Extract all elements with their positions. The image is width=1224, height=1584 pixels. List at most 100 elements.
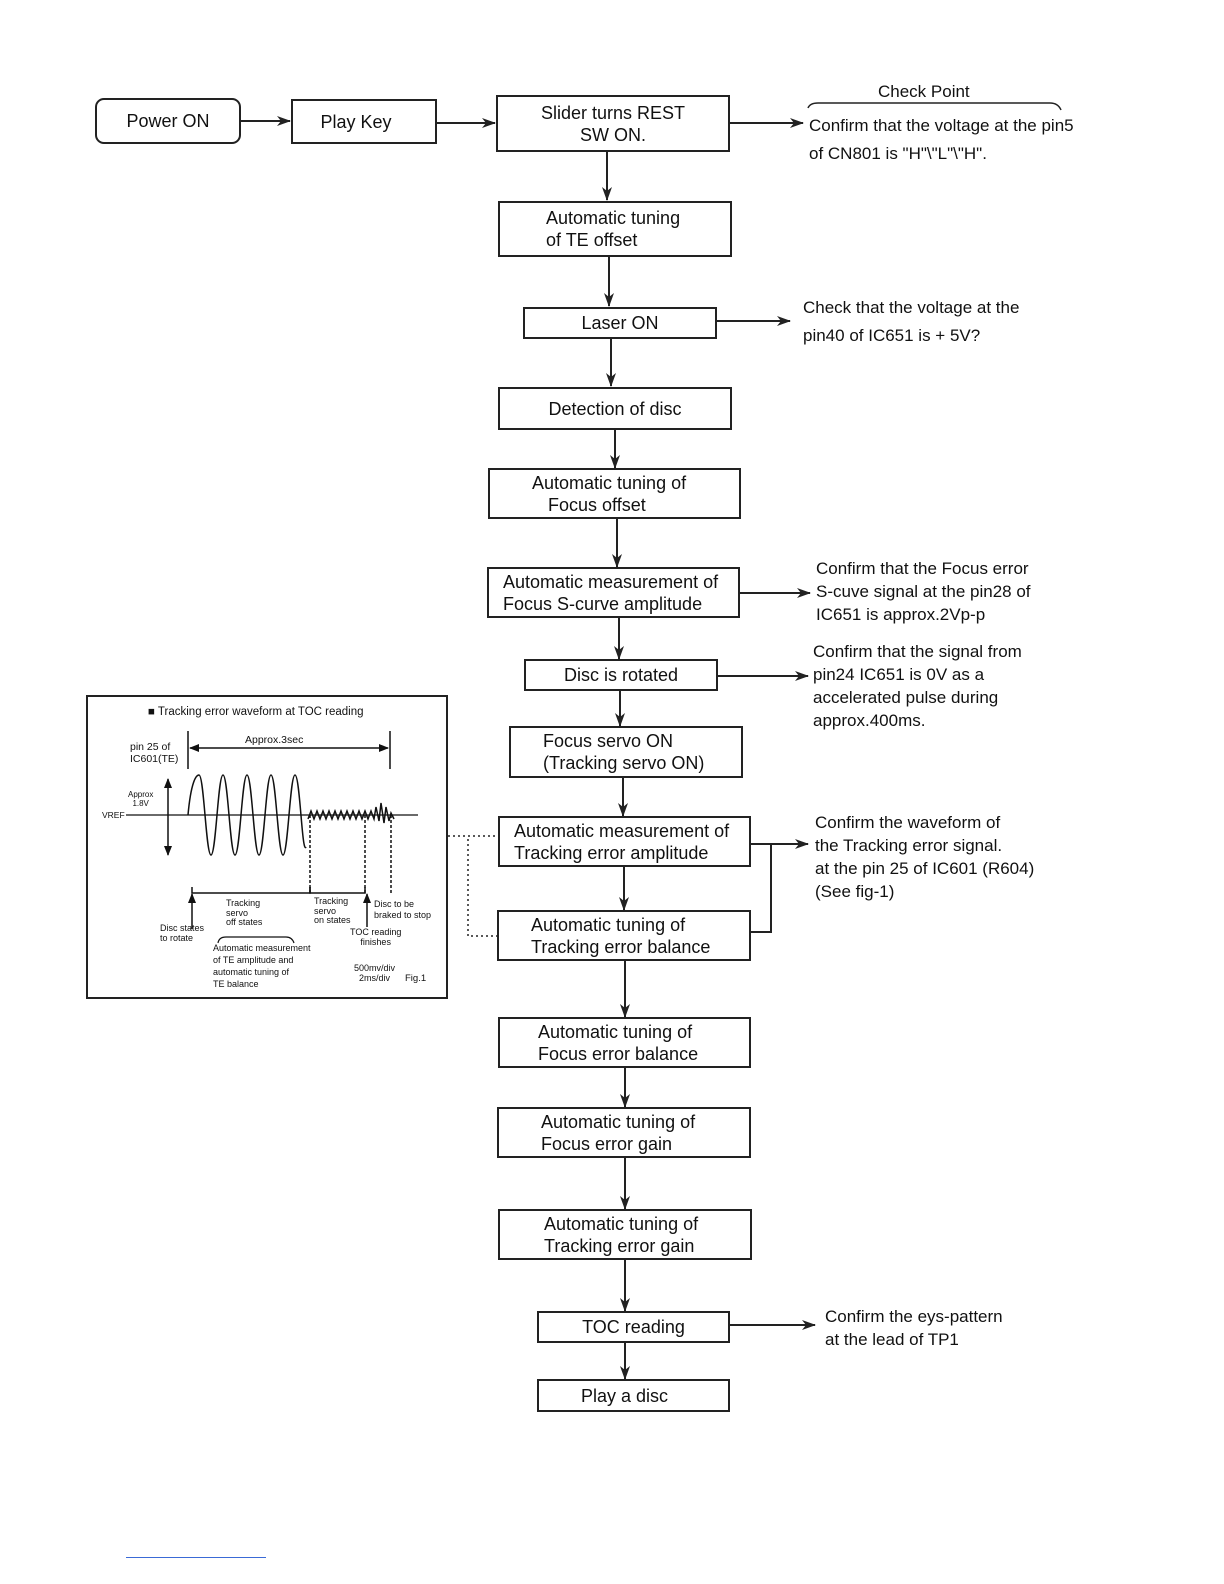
te-offset-line-2: of TE offset: [546, 230, 638, 250]
note-cn801: Confirm that the voltage at the pin5 of …: [809, 112, 1074, 168]
toc-reading-box: TOC reading: [537, 1311, 730, 1343]
note-te-wave-line-1: Confirm the waveform of: [815, 813, 1001, 832]
fig1-meas-line-4: TE balance: [213, 979, 259, 989]
note-laser-line-1: Check that the voltage at the: [803, 298, 1020, 317]
fig1-auto-brace: [217, 936, 295, 944]
te-balance-box: Automatic tuning of Tracking error balan…: [497, 910, 751, 961]
play-disc-label: Play a disc: [580, 1385, 669, 1406]
fig1-approx-3sec: Approx.3sec: [245, 734, 304, 746]
fig1-approx-line-2: 1.8V: [132, 799, 149, 808]
note-te-wave-line-3: at the pin 25 of IC601 (R604): [815, 859, 1035, 878]
note-eye-line-1: Confirm the eys-pattern: [825, 1307, 1003, 1326]
note-laser-line-2: pin40 of IC651 is + 5V?: [803, 326, 981, 345]
fe-gain-box: Automatic tuning of Focus error gain: [497, 1107, 751, 1158]
slider-box: Slider turns REST SW ON.: [496, 95, 730, 152]
fig1-bracket-on: [309, 887, 366, 894]
te-offset-line-1: Automatic tuning: [546, 208, 681, 228]
fig1-tracking-off: Tracking servo off states: [226, 898, 263, 928]
fig1-scale-line-1: 500mv/div: [354, 963, 396, 973]
power-on-label: Power ON: [126, 111, 210, 131]
te-gain-box: Automatic tuning of Tracking error gain: [498, 1209, 752, 1260]
disc-rotated-label: Disc is rotated: [563, 665, 679, 685]
fe-balance-box: Automatic tuning of Focus error balance: [498, 1017, 751, 1068]
fe-gain-line-1: Automatic tuning of: [541, 1111, 696, 1132]
note-scurve-line-2: S-cuve signal at the pin28 of: [816, 582, 1031, 601]
fig1-pin-line-1: pin 25 of: [130, 741, 171, 753]
play-key-label: Play Key: [320, 111, 392, 132]
disc-rotated-box: Disc is rotated: [524, 659, 718, 691]
fig1-starts-line-1: Disc states: [160, 923, 205, 933]
fig1-pin-label: pin 25 of IC601(TE): [130, 741, 178, 765]
fig1-toc-finish: TOC reading finishes: [350, 927, 402, 947]
note-rotate-line-2: pin24 IC651 is 0V as a: [813, 665, 985, 684]
note-scurve-line-3: IC651 is approx.2Vp-p: [816, 605, 986, 624]
note-laser: Check that the voltage at the pin40 of I…: [803, 294, 1019, 350]
fe-balance-line-2: Focus error balance: [538, 1043, 699, 1064]
fig1-off-line-2: servo: [226, 907, 249, 918]
scurve-line-2: Focus S-curve amplitude: [503, 593, 703, 614]
fig1-waveform-panel: ■ Tracking error waveform at TOC reading…: [86, 695, 448, 999]
scurve-box: Automatic measurement of Focus S-curve a…: [487, 567, 740, 618]
note-rotate-line-4: approx.400ms.: [813, 711, 926, 730]
fig1-title: ■ Tracking error waveform at TOC reading: [148, 706, 364, 718]
fig1-meas-line-3: automatic tuning of: [213, 967, 290, 977]
fig1-brake-line-2: braked to stop: [374, 910, 432, 920]
te-balance-line-2: Tracking error balance: [531, 936, 711, 957]
dotted-link-fig1-lower: [467, 836, 498, 937]
footer-link-underline: [126, 1557, 266, 1558]
fig1-auto-meas: Automatic measurement of TE amplitude an…: [213, 942, 311, 990]
scurve-line-1: Automatic measurement of: [503, 571, 719, 592]
fig1-bracket-off: [191, 887, 311, 894]
play-key-box: Play Key: [291, 99, 437, 144]
check-point-title: Check Point: [878, 82, 970, 101]
fig1-starts-line-2: to rotate: [160, 932, 194, 943]
note-te-wave-line-4: (See fig-1): [815, 882, 895, 901]
focus-servo-box: Focus servo ON (Tracking servo ON): [509, 726, 743, 778]
fig1-ripple-wave: [307, 802, 395, 824]
fig1-off-line-1: Tracking: [226, 898, 261, 908]
detection-box: Detection of disc: [498, 387, 732, 430]
laser-on-box: Laser ON: [523, 307, 717, 339]
te-amplitude-line-1: Automatic measurement of: [514, 820, 730, 841]
toc-reading-label: TOC reading: [582, 1317, 685, 1337]
fig1-approx-18v: Approx 1.8V: [128, 790, 153, 808]
fig1-meas-line-1: Automatic measurement: [213, 943, 311, 953]
note-eye-line-2: at the lead of TP1: [825, 1330, 959, 1349]
fig1-finish-line-1: TOC reading: [350, 927, 402, 937]
fig1-disc-brake: Disc to be braked to stop: [374, 899, 431, 921]
te-balance-line-1: Automatic tuning of: [531, 914, 686, 935]
fe-gain-line-2: Focus error gain: [541, 1133, 673, 1154]
fig1-on-line-2: servo: [314, 905, 337, 916]
fig1-approx-line-1: Approx: [128, 790, 154, 799]
detection-label: Detection of disc: [548, 398, 682, 419]
note-cn801-line-2: of CN801 is "H"\"L"\"H".: [809, 144, 987, 163]
note-te-wave: Confirm the waveform of the Tracking err…: [815, 811, 1034, 903]
play-disc-box: Play a disc: [537, 1379, 730, 1412]
bracket-te-amp-bal: [750, 843, 772, 933]
check-point-brace: [807, 102, 1062, 111]
te-amplitude-line-2: Tracking error amplitude: [514, 842, 709, 863]
slider-line-2: SW ON.: [580, 124, 646, 145]
note-cn801-line-1: Confirm that the voltage at the pin5: [809, 116, 1074, 135]
fig1-meas-line-2: of TE amplitude and: [213, 955, 294, 965]
laser-on-label: Laser ON: [581, 313, 659, 333]
focus-offset-line-2: Focus offset: [548, 494, 646, 515]
fig1-vref-label: VREF: [102, 810, 125, 820]
power-on-box: Power ON: [95, 98, 241, 144]
fig1-waveform-drawing: [126, 731, 418, 944]
fig1-off-line-3: off states: [226, 917, 263, 927]
fig1-scale: 500mv/div 2ms/div: [354, 963, 396, 983]
focus-servo-line-2: (Tracking servo ON): [543, 753, 705, 773]
fig1-sine-wave: [187, 774, 307, 856]
fig1-on-line-1: Tracking: [314, 896, 349, 906]
slider-line-1: Slider turns REST: [540, 102, 686, 123]
fe-balance-line-1: Automatic tuning of: [538, 1021, 693, 1042]
te-offset-box: Automatic tuning of TE offset: [498, 201, 732, 257]
te-amplitude-box: Automatic measurement of Tracking error …: [498, 816, 751, 867]
note-scurve-line-1: Confirm that the Focus error: [816, 559, 1029, 578]
fig1-finish-line-2: finishes: [360, 936, 391, 947]
fig1-pin-line-2: IC601(TE): [130, 753, 179, 765]
fig1-brake-line-1: Disc to be: [374, 899, 415, 909]
note-rotate-line-1: Confirm that the signal from: [813, 642, 1022, 661]
